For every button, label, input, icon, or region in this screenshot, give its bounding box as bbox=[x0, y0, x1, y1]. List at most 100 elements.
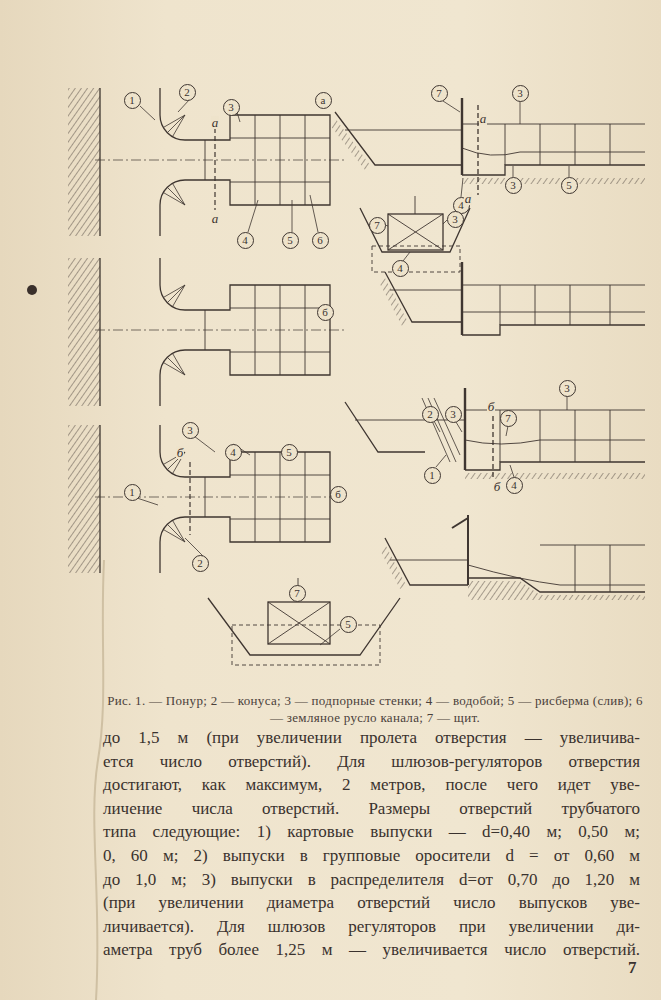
gate bbox=[464, 388, 466, 470]
plan-view bbox=[68, 88, 345, 236]
callout-text: 7 bbox=[294, 588, 300, 599]
floor-hatch bbox=[462, 178, 645, 184]
callout-number: 7 bbox=[431, 85, 448, 102]
callout-number: 3 bbox=[445, 406, 462, 423]
callout-text: 3 bbox=[517, 88, 523, 99]
callout-number: 1 bbox=[424, 467, 441, 484]
callout-text: 3 bbox=[187, 425, 193, 436]
body-text-line: ется число отверстий). Для шлюзов-регуля… bbox=[103, 751, 640, 773]
water bbox=[390, 290, 645, 312]
callout-number: 3 bbox=[223, 99, 240, 116]
section-letter: б bbox=[493, 480, 502, 493]
ground-hatch bbox=[380, 544, 406, 589]
callout-text: 2 bbox=[184, 87, 190, 98]
callout-number: 7 bbox=[500, 410, 517, 427]
paper-crease bbox=[94, 560, 104, 1000]
plan-view bbox=[68, 258, 345, 406]
body-text-line: типа следующие: 1) картовые выпуски — d=… bbox=[103, 821, 640, 843]
body-text-line: достигают, как максимум, 2 метров, после… bbox=[103, 774, 640, 796]
section-letter: б bbox=[176, 446, 185, 459]
section-letter: а bbox=[479, 112, 488, 125]
floor bbox=[462, 165, 645, 175]
callout-number: 4 bbox=[237, 232, 254, 249]
callout-number: б bbox=[330, 486, 347, 503]
callout-number: 5 bbox=[282, 232, 299, 249]
callout-text: 6 bbox=[317, 235, 323, 246]
grid bbox=[465, 410, 645, 462]
gate bbox=[461, 98, 463, 175]
callout-text: 3 bbox=[452, 214, 458, 225]
profile-d bbox=[380, 515, 645, 600]
ground bbox=[335, 112, 462, 165]
body-text-line: 0, 60 м; 2) выпуски в групповые оросител… bbox=[103, 845, 640, 867]
callout-number: 4 bbox=[506, 477, 523, 494]
callout-text: 5 bbox=[286, 447, 292, 458]
ground-hatch bbox=[380, 278, 408, 326]
floor-hatch bbox=[465, 473, 645, 479]
callout-text: 5 bbox=[287, 235, 293, 246]
grid bbox=[462, 285, 645, 325]
body-text-line: личение числа отверстий. Размеры отверст… bbox=[103, 798, 640, 820]
cone-lines bbox=[422, 398, 460, 462]
floor bbox=[465, 462, 645, 470]
profile-c bbox=[345, 388, 645, 479]
callout-text: 1 bbox=[129, 95, 135, 106]
callout-text: 7 bbox=[505, 413, 511, 424]
callout-text: б bbox=[322, 307, 328, 318]
callout-text: 4 bbox=[397, 263, 403, 274]
callout-number: 6 bbox=[312, 232, 329, 249]
callout-text: 7 bbox=[374, 220, 380, 231]
callout-text: 7 bbox=[436, 88, 442, 99]
page-number: 7 bbox=[628, 958, 637, 978]
body-text-line: (при увеличении диаметра отверстий число… bbox=[103, 892, 640, 914]
section-letter: а bbox=[464, 192, 473, 205]
section-letter: б bbox=[487, 400, 496, 413]
grid bbox=[540, 545, 645, 592]
callout-number: 2 bbox=[179, 84, 196, 101]
callout-text: 1 bbox=[129, 487, 135, 498]
callout-number: а bbox=[315, 92, 332, 109]
channel bbox=[360, 208, 470, 252]
section-letter: а bbox=[211, 116, 220, 129]
cross-section-b bbox=[208, 578, 400, 665]
outline-dashed bbox=[232, 625, 380, 665]
callout-number: 3 bbox=[559, 380, 576, 397]
body-text-line: личивается). Для шлюзов регуляторов при … bbox=[103, 916, 640, 938]
callout-text: 1 bbox=[429, 470, 435, 481]
callout-text: 4 bbox=[230, 447, 236, 458]
outline-dashed bbox=[372, 246, 460, 272]
callout-number: 2 bbox=[192, 555, 209, 572]
callout-text: 4 bbox=[242, 235, 248, 246]
callout-text: б bbox=[335, 489, 341, 500]
ground-hatch bbox=[330, 118, 370, 170]
callout-text: 2 bbox=[427, 409, 433, 420]
cross-section-a bbox=[360, 196, 470, 272]
callout-number: 7 bbox=[289, 585, 306, 602]
callout-number: 2 bbox=[422, 406, 439, 423]
leader-line bbox=[443, 101, 569, 197]
callout-text: 3 bbox=[564, 383, 570, 394]
leader-line bbox=[137, 99, 318, 556]
ground bbox=[345, 402, 425, 452]
profile-a bbox=[330, 98, 645, 197]
callout-text: 5 bbox=[566, 180, 572, 191]
leader-line bbox=[434, 396, 567, 477]
profile-b bbox=[380, 262, 645, 335]
gate bbox=[461, 262, 463, 335]
callout-number: 3 bbox=[505, 177, 522, 194]
water bbox=[390, 560, 645, 585]
water bbox=[345, 130, 645, 155]
callout-number: 7 bbox=[369, 217, 386, 234]
figure-caption: Рис. 1. — Понур; 2 — конуса; 3 — подпорн… bbox=[105, 692, 645, 726]
section-line bbox=[190, 128, 215, 535]
callout-number: 4 bbox=[392, 260, 409, 277]
body-text-line: до 1,0 м; 3) выпуски в распределителя d=… bbox=[103, 869, 640, 891]
floor bbox=[462, 325, 645, 335]
callout-text: 2 bbox=[197, 558, 203, 569]
callout-number: 5 bbox=[561, 177, 578, 194]
callout-text: 3 bbox=[228, 102, 234, 113]
gate-cross bbox=[268, 578, 330, 644]
callout-text: 3 bbox=[510, 180, 516, 191]
leader-line bbox=[320, 629, 340, 645]
callout-number: 3 bbox=[447, 211, 464, 228]
